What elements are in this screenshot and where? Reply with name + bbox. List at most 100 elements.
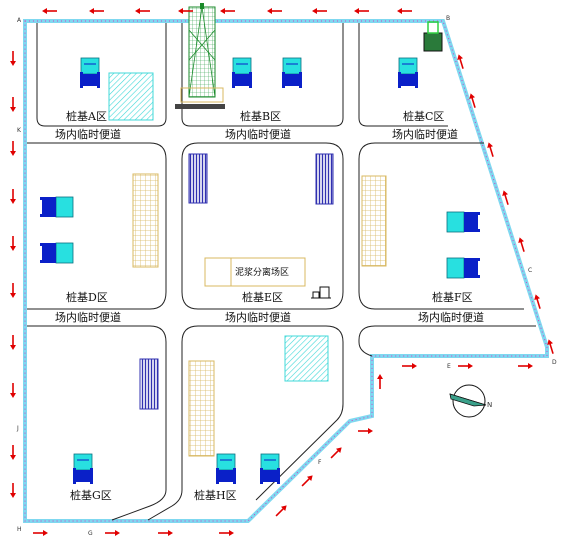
flow-arrow-icon (220, 8, 235, 14)
flow-arrow-icon (10, 51, 16, 66)
flow-arrow-icon (10, 97, 16, 112)
drilling-rig-icon (73, 453, 93, 484)
steel-stack-e-right (315, 153, 334, 205)
zone-label-b: 桩基B区 (240, 109, 281, 123)
flow-arrow-icon (89, 8, 104, 14)
flow-arrow-icon (487, 142, 494, 157)
flow-arrow-icon (402, 363, 417, 369)
block-h (147, 325, 344, 521)
zone-label-e: 桩基E区 (242, 290, 283, 304)
point-c: C (528, 267, 532, 274)
compass-north-label: N (487, 401, 492, 409)
zone-label-d: 桩基D区 (66, 290, 108, 304)
steel-stack-g (139, 358, 159, 410)
flow-arrow-icon (105, 530, 120, 536)
material-yard-f (361, 175, 387, 267)
road-label-a: 场内临时便道 (55, 127, 121, 141)
flow-arrow-icon (275, 505, 287, 517)
flow-arrow-icon (10, 445, 16, 460)
block-d (27, 142, 167, 310)
mud-separation-label: 泥浆分离场区 (235, 266, 289, 278)
drilling-rig-icon (40, 196, 74, 218)
road-label-d: 场内临时便道 (55, 310, 121, 324)
flow-arrow-icon (534, 294, 541, 309)
block-f (358, 142, 524, 310)
flow-arrow-icon (158, 530, 173, 536)
zone-label-a: 桩基A区 (66, 109, 107, 123)
road-label-e: 场内临时便道 (225, 310, 291, 324)
drilling-rig-icon (446, 257, 480, 279)
temporary-roads (27, 23, 536, 521)
drilling-rig-icon (40, 242, 74, 264)
flow-arrow-icon (10, 141, 16, 156)
point-d: D (552, 359, 557, 366)
mud-separation-area (204, 257, 306, 287)
drilling-rig-icon (398, 57, 418, 88)
flow-arrow-icon (10, 383, 16, 398)
flow-arrow-icon (42, 8, 57, 14)
flow-arrow-icon (10, 283, 16, 298)
point-h: H (17, 526, 22, 533)
drilling-rig-icon (216, 453, 236, 484)
zone-label-c: 桩基C区 (403, 109, 444, 123)
point-g: G (88, 530, 93, 537)
block-c (358, 23, 448, 127)
flow-arrow-icon (518, 363, 533, 369)
zone-label-g: 桩基G区 (70, 488, 112, 502)
drilling-rig-icon (282, 57, 302, 88)
flow-arrow-icon (178, 8, 193, 14)
flow-arrow-icon (10, 335, 16, 350)
point-b: B (446, 15, 450, 22)
flow-arrow-icon (457, 54, 464, 69)
flow-arrow-icon (330, 447, 342, 459)
point-j: J (16, 425, 19, 432)
road-label-f: 场内临时便道 (418, 310, 484, 324)
zone-label-h: 桩基H区 (194, 488, 237, 502)
flow-arrow-icon (312, 8, 327, 14)
flow-arrow-icon (502, 190, 509, 205)
flow-arrow-icon (547, 339, 554, 354)
flow-arrow-icon (358, 428, 373, 434)
pile-area-a (108, 72, 154, 121)
steel-stack-e-left (188, 153, 208, 204)
block-e (181, 142, 344, 310)
point-e: E (447, 363, 451, 370)
flow-arrow-icon (469, 93, 476, 108)
piling-tower-icon (175, 3, 225, 109)
material-yard-h (188, 360, 215, 457)
flow-arrow-icon (10, 236, 16, 251)
point-f: F (318, 459, 322, 466)
zone-label-f: 桩基F区 (432, 290, 473, 304)
block-g (27, 325, 167, 521)
pile-area-h (284, 335, 329, 382)
flow-arrow-icon (397, 8, 412, 14)
flow-arrow-icon (219, 530, 234, 536)
drilling-rig-icon (232, 57, 252, 88)
road-label-b: 场内临时便道 (225, 127, 291, 141)
point-a: A (17, 17, 22, 24)
flow-arrow-icon (10, 189, 16, 204)
flow-arrow-icon (377, 374, 383, 389)
drilling-rig-icon (446, 211, 480, 233)
traffic-direction-arrows (10, 8, 554, 536)
flow-arrow-icon (10, 483, 16, 498)
material-yard-d (132, 173, 159, 268)
flow-arrow-icon (267, 8, 282, 14)
flow-arrow-icon (518, 237, 525, 252)
block-i (358, 325, 536, 357)
site-boundary-fence (23, 19, 549, 523)
generator-icon (423, 21, 443, 52)
road-label-c: 场内临时便道 (392, 127, 458, 141)
flow-arrow-icon (33, 530, 48, 536)
flow-arrow-icon (135, 8, 150, 14)
flow-arrow-icon (301, 475, 313, 487)
block-a (36, 23, 167, 127)
mud-pump-icon (311, 286, 331, 299)
drilling-rigs (40, 57, 480, 484)
flow-arrow-icon (354, 8, 369, 14)
north-compass-icon: N (449, 384, 492, 418)
point-k: K (17, 127, 22, 134)
block-b (181, 23, 344, 127)
flow-arrow-icon (458, 363, 473, 369)
